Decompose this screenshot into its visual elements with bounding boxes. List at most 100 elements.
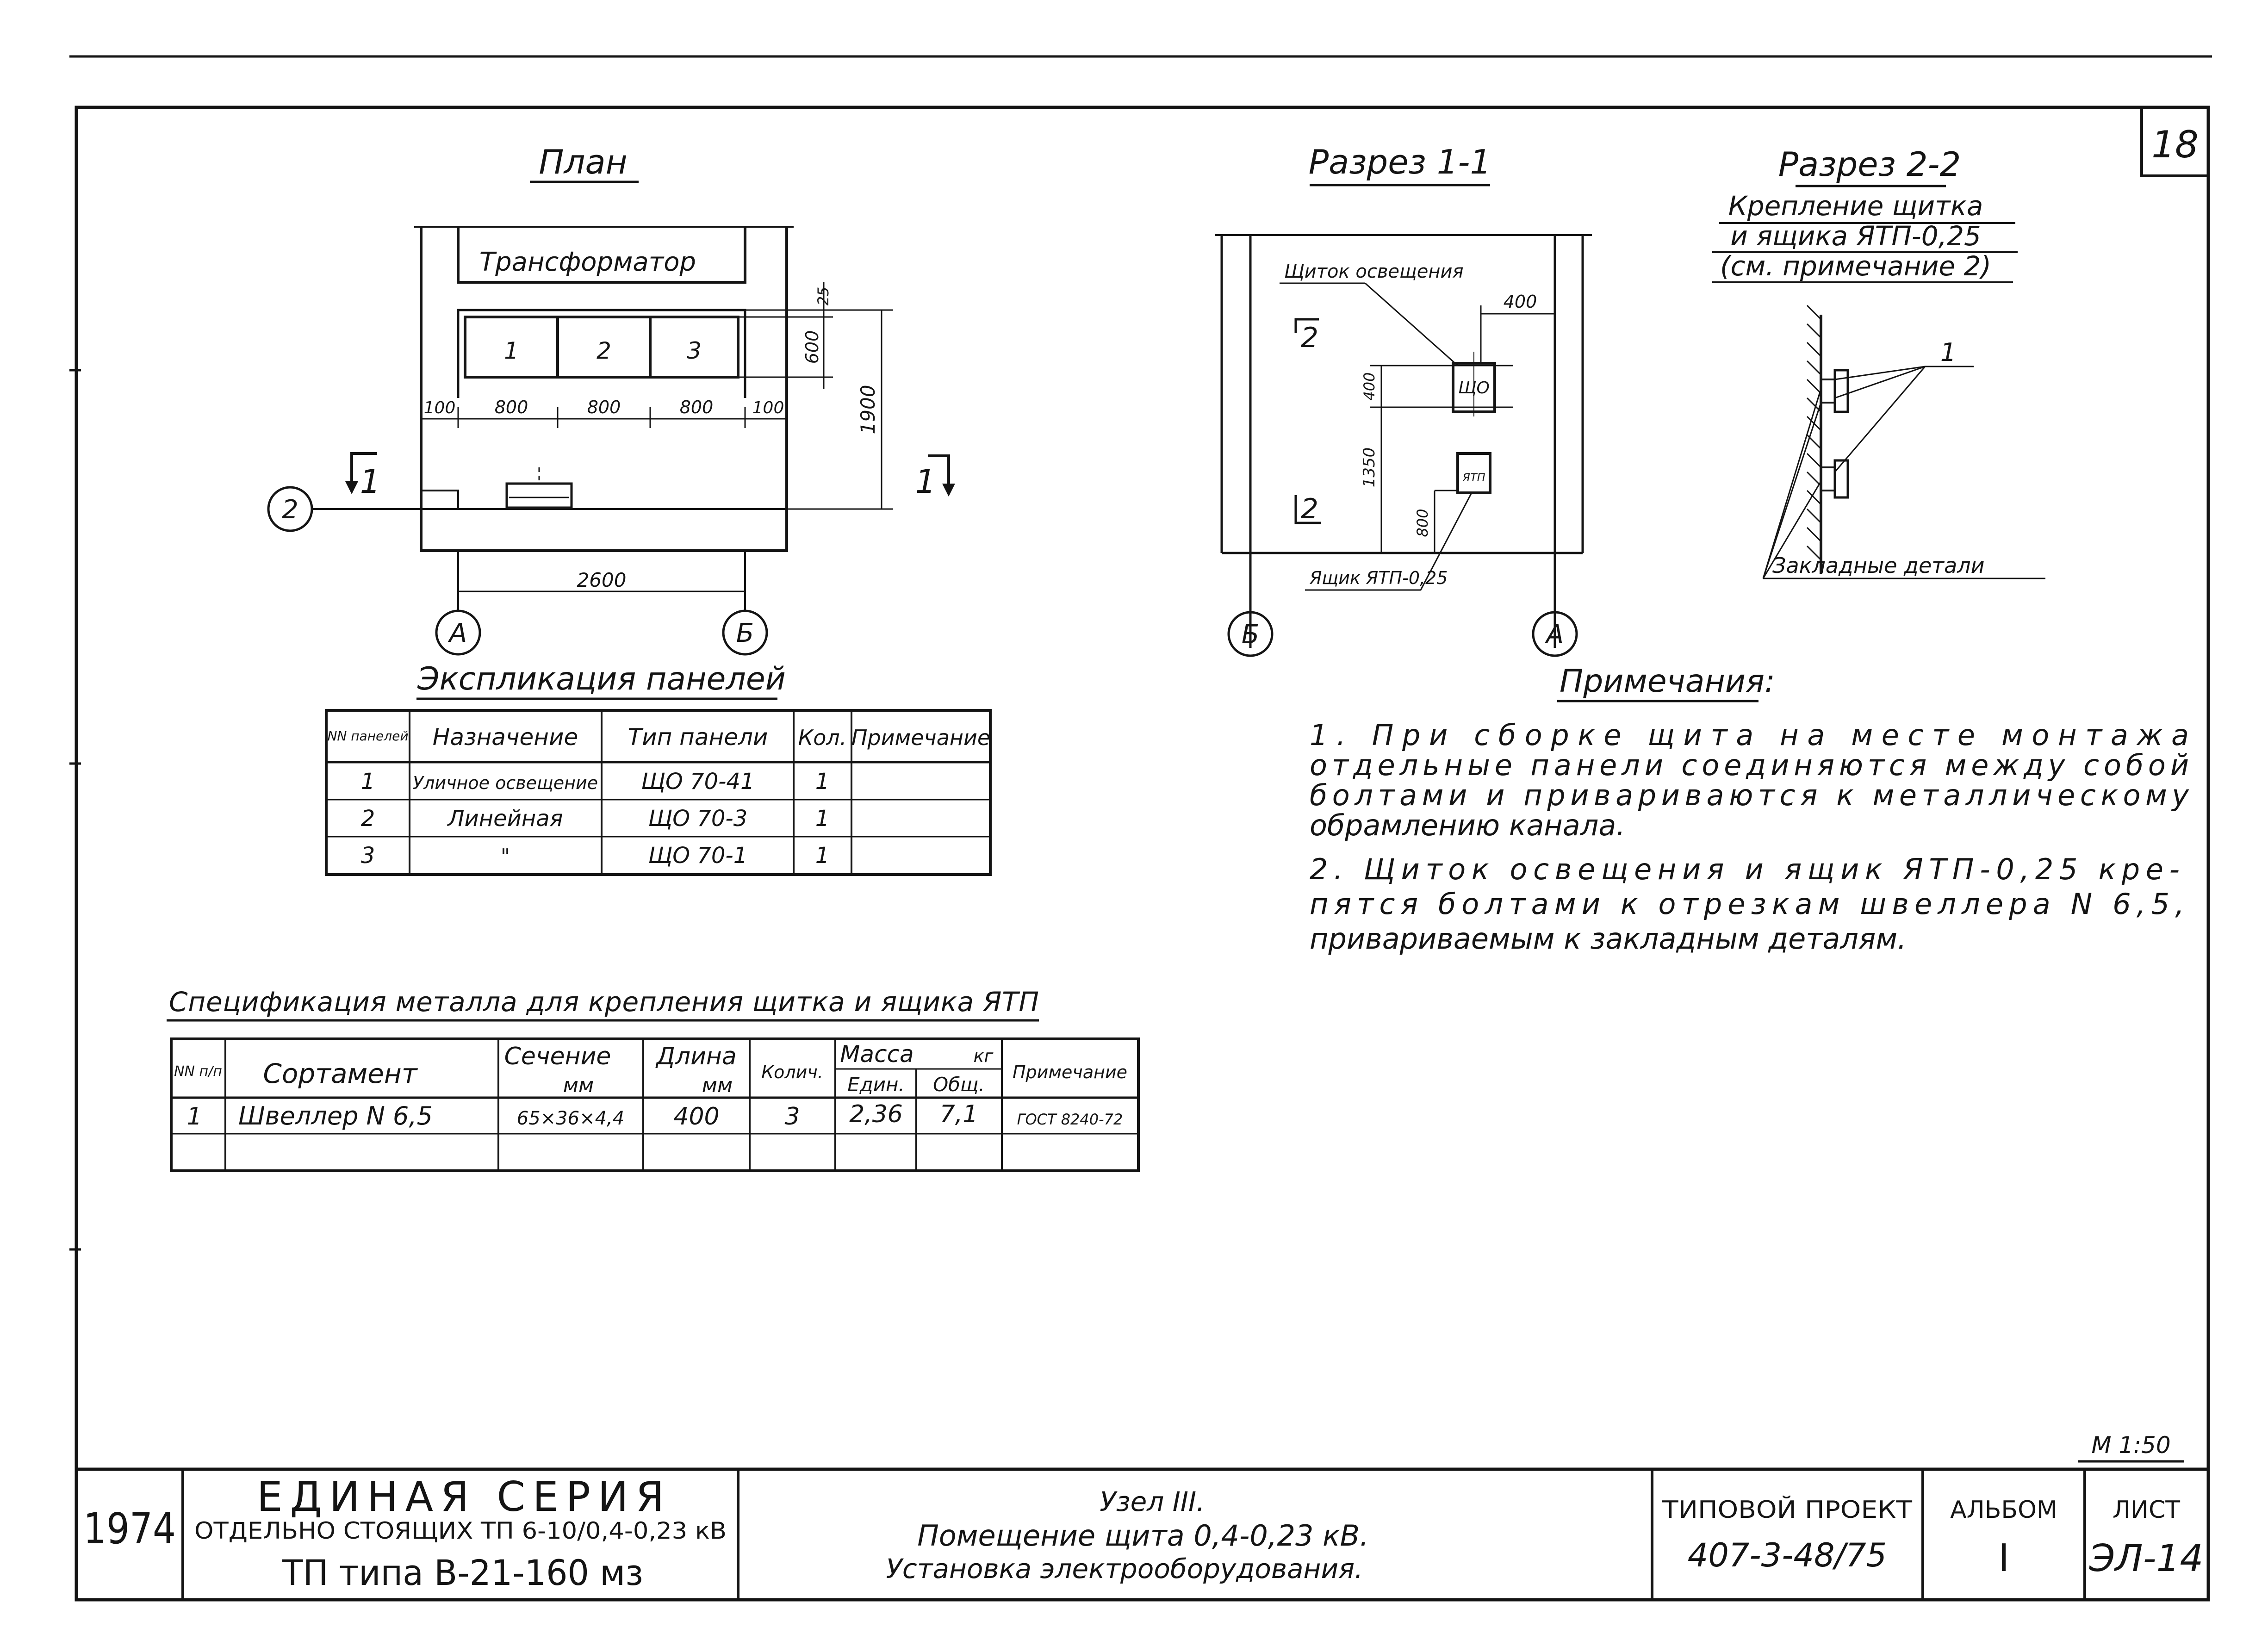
title-block: 1974 ЕДИНАЯ СЕРИЯ ОТДЕЛЬНО СТОЯЩИХ ТП 6-…: [76, 1467, 2208, 1600]
dim-panel-2: 800: [587, 397, 621, 417]
note-line-2: отдельные панели соединяются между собой: [1310, 748, 2189, 782]
note-line-7: привариваемым к закладным деталям.: [1310, 922, 1907, 956]
spec-table: Спецификация металла для крепления щитка…: [167, 986, 1140, 1172]
dim-width: 2600: [577, 569, 627, 591]
axis-bubble-a: [435, 609, 481, 656]
dim-panel-1: 800: [495, 397, 528, 417]
ytp-box: [1456, 452, 1491, 494]
plan-channel: [457, 309, 746, 398]
panel-num-3: 3: [687, 337, 702, 364]
dim-panel-depth: 600: [802, 330, 822, 364]
axis-bubble-a2: [1532, 611, 1578, 657]
plan-title: План: [539, 143, 627, 181]
plan-view: План Трансформатор 1 2 3 100 800 800 800…: [267, 143, 955, 656]
svg-text:1: 1: [361, 769, 375, 795]
note-line-3: болтами и привариваются к металлическому: [1310, 778, 2189, 812]
svg-text:ЩО 70-3: ЩО 70-3: [648, 806, 747, 832]
svg-text:65×36×4,4: 65×36×4,4: [517, 1108, 624, 1129]
axis-bubble-b2: [1227, 611, 1274, 657]
svg-text:1: 1: [186, 1103, 202, 1131]
section-mark-2-top: 2: [1294, 318, 1319, 354]
section-2-2-sub2: и ящика ЯТП-0,25: [1730, 220, 1981, 252]
tb-project-label: ТИПОВОЙ ПРОЕКТ: [1662, 1496, 1912, 1524]
exp-h-type: Тип панели: [628, 724, 768, 751]
svg-text:Уличное освещение: Уличное освещение: [413, 773, 598, 793]
svg-text:А: А: [1545, 620, 1564, 650]
tb-tp-type: ТП типа В-21-160 мз: [282, 1552, 643, 1593]
exp-h-purpose: Назначение: [433, 724, 578, 751]
tb-desc1: Помещение щита 0,4-0,23 кВ.: [917, 1519, 1369, 1553]
svg-text:Линейная: Линейная: [447, 806, 563, 832]
dim-total-depth: 1900: [857, 385, 879, 435]
transformer-label: Трансформатор: [479, 247, 696, 277]
svg-text:3: 3: [784, 1103, 800, 1131]
svg-text:1: 1: [815, 843, 830, 869]
sheet-number: 18: [2151, 123, 2199, 166]
notes-title: Примечания:: [1560, 663, 1775, 700]
dim-offset: 400: [1504, 292, 1537, 312]
section-mark-2-bottom: 2: [1294, 493, 1321, 525]
section-mark-1-left: 1: [345, 452, 380, 501]
spec-h-item: Сортамент: [263, 1058, 418, 1089]
spec-h-section: Сечение: [504, 1043, 611, 1070]
svg-text:2: 2: [1301, 493, 1318, 525]
svg-text:ГОСТ 8240-72: ГОСТ 8240-72: [1017, 1111, 1123, 1128]
sheet-frame: [75, 106, 2210, 1602]
svg-text:": ": [501, 845, 510, 868]
spec-h-total-mass: Общ.: [933, 1073, 985, 1096]
plan-room-wall: [420, 227, 788, 552]
mount-lower: [1833, 459, 1849, 499]
spec-h-mass-unit: кг: [974, 1046, 994, 1066]
shield-label: Щиток освещения: [1284, 261, 1464, 282]
spec-h-num: NN п/п: [174, 1063, 222, 1080]
section-mark-1-right: 1: [915, 454, 955, 501]
tb-sheet: ЭЛ-14: [2089, 1537, 2204, 1580]
spec-h-qty: Колич.: [761, 1062, 823, 1082]
svg-text:1: 1: [915, 463, 936, 501]
section-2-2-title: Разрез 2-2: [1778, 145, 1961, 184]
explication-title: Экспликация панелей: [417, 661, 786, 697]
tb-desc2: Установка электрооборудования.: [886, 1553, 1363, 1584]
svg-text:2: 2: [361, 806, 375, 832]
svg-text:ЯТП: ЯТП: [1462, 471, 1485, 484]
note-line-6: пятся болтами к отрезкам швеллера N 6,5,: [1310, 887, 2184, 921]
note-line-1: 1. При сборке щита на месте монтажа: [1310, 718, 2189, 752]
dim-panel-3: 800: [680, 397, 714, 417]
section-2-2-sub3: (см. примечание 2): [1720, 250, 1991, 282]
svg-text:1: 1: [815, 806, 830, 832]
svg-text:3: 3: [361, 843, 375, 869]
svg-text:7,1: 7,1: [940, 1100, 978, 1128]
tb-album: I: [1998, 1536, 2009, 1580]
svg-text:Б: Б: [736, 618, 754, 648]
note-line-4: обрамлению канала.: [1310, 808, 1625, 842]
dim-right: 100: [752, 398, 784, 417]
tb-series-sub: ОТДЕЛЬНО СТОЯЩИХ ТП 6-10/0,4-0,23 кВ: [194, 1517, 727, 1544]
callout-1: 1: [1940, 338, 1956, 367]
exp-h-note: Примечание: [851, 725, 990, 750]
section-2-2-view: Разрез 2-2 Крепление щитка и ящика ЯТП-0…: [1712, 145, 2045, 579]
dim-height: 1350: [1360, 447, 1379, 488]
panel-num-1: 1: [504, 337, 519, 364]
svg-text:ЩО 70-41: ЩО 70-41: [641, 769, 754, 795]
section-2-2-sub1: Крепление щитка: [1728, 190, 1983, 222]
svg-text:Швеллер N 6,5: Швеллер N 6,5: [238, 1101, 433, 1131]
tb-album-label: АЛЬБОМ: [1950, 1496, 2057, 1524]
svg-text:А: А: [448, 618, 467, 648]
note-line-5: 2. Щиток освещения и ящик ЯТП-0,25 кре-: [1310, 852, 2180, 886]
plan-panel-3: [649, 316, 739, 379]
svg-text:Б: Б: [1242, 620, 1259, 650]
section-1-1-title: Разрез 1-1: [1309, 143, 1491, 181]
dim-box-h: 800: [1414, 509, 1431, 537]
spec-h-length-unit: мм: [702, 1074, 733, 1097]
svg-text:400: 400: [673, 1103, 719, 1131]
section-1-1-view: Разрез 1-1 Щиток освещения 400 ЩО 400 13…: [1215, 143, 1592, 657]
axis-bubble-b: [722, 609, 768, 656]
svg-text:2,36: 2,36: [849, 1100, 903, 1128]
sheet-number-box: 18: [2140, 107, 2208, 177]
tb-series: ЕДИНАЯ СЕРИЯ: [257, 1473, 664, 1521]
plan-floor-box: [505, 482, 573, 509]
tb-year: 1974: [83, 1504, 176, 1553]
dim-left: 100: [424, 398, 456, 417]
panel-num-2: 2: [597, 337, 611, 364]
